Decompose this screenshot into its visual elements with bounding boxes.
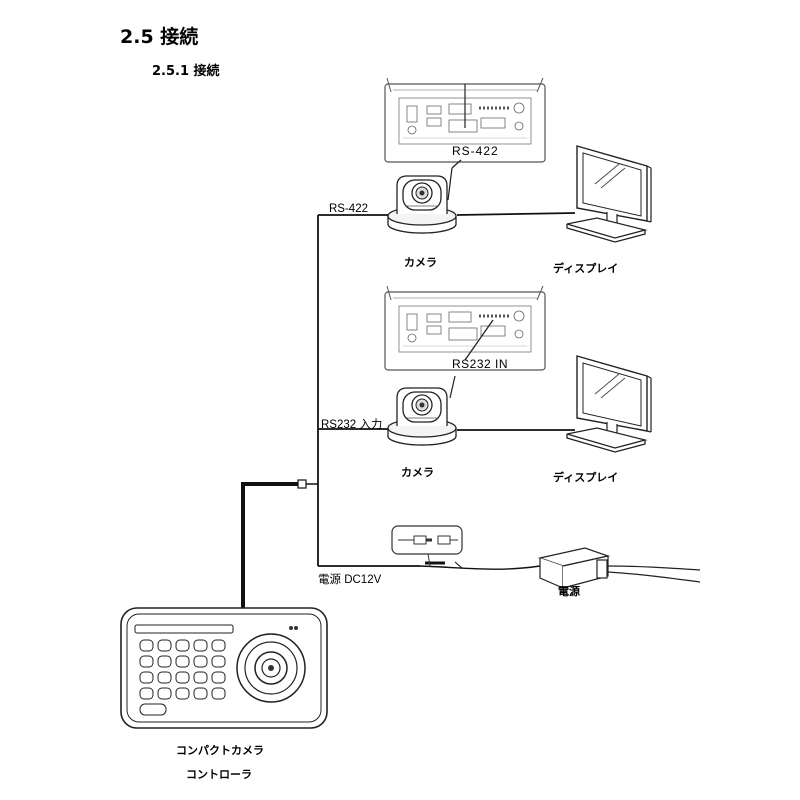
display-top bbox=[566, 145, 652, 243]
rs422-connection-label: RS-422 bbox=[329, 203, 368, 215]
rs232-connection-label: RS232 入力 bbox=[321, 419, 383, 431]
power-supply bbox=[537, 547, 701, 589]
section-title: 2.5 接続 bbox=[120, 26, 199, 48]
display-middle-label: ディスプレイ bbox=[553, 471, 619, 484]
top-panel-callout: RS-422 bbox=[452, 144, 499, 158]
middle-rear-panel bbox=[383, 284, 547, 372]
compact-camera-controller bbox=[120, 607, 328, 729]
subsection-title: 2.5.1 接続 bbox=[152, 64, 220, 79]
camera-top-label: カメラ bbox=[404, 256, 437, 269]
power-supply-label: 電源 bbox=[558, 585, 580, 598]
controller-label-line2: コントローラ bbox=[186, 768, 252, 781]
power-connection-label: 電源 DC12V bbox=[318, 574, 382, 586]
middle-panel-callout: RS232 IN bbox=[452, 357, 509, 371]
camera-top bbox=[387, 175, 457, 234]
wiring bbox=[241, 212, 576, 608]
camera-middle bbox=[387, 387, 457, 446]
top-rear-panel bbox=[383, 76, 547, 164]
controller-label-line1: コンパクトカメラ bbox=[176, 744, 264, 757]
display-middle bbox=[566, 355, 652, 453]
display-top-label: ディスプレイ bbox=[553, 262, 619, 275]
plug-inset bbox=[391, 525, 463, 567]
camera-middle-label: カメラ bbox=[401, 466, 434, 479]
